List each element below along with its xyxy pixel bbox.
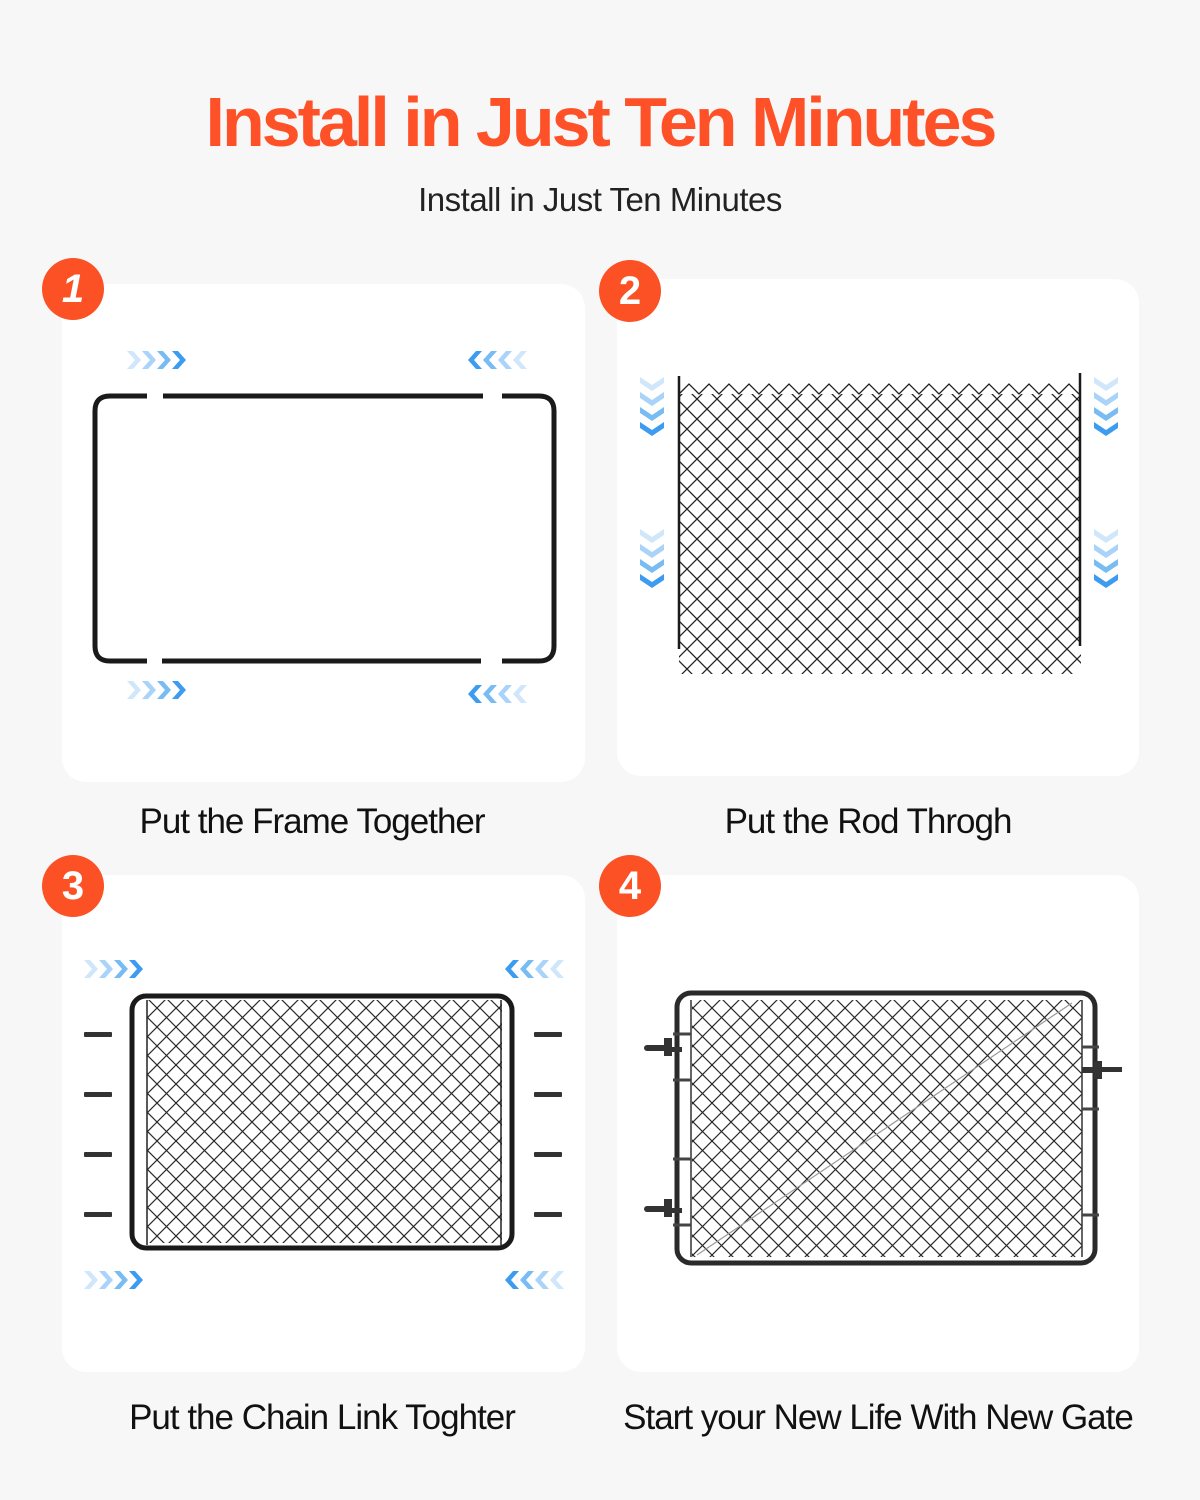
page-title: Install in Just Ten Minutes (205, 83, 998, 161)
step-card-4 (617, 875, 1139, 1372)
chevron-right-arrows-icon (84, 1271, 143, 1289)
latch-icon (1082, 1061, 1122, 1079)
chevron-right-arrows-icon (127, 681, 186, 699)
chevron-down-arrows-icon (1094, 377, 1118, 436)
chevron-right-arrows-icon (84, 960, 143, 978)
chevron-right-arrows-icon (127, 351, 186, 369)
chevron-down-arrows-icon (640, 529, 664, 588)
step-caption-3: Put the Chain Link Toghter (129, 1398, 516, 1437)
tension-bands (84, 1032, 562, 1217)
chevron-down-arrows-icon (1094, 529, 1118, 588)
step-caption-4: Start your New Life With New Gate (623, 1398, 1134, 1437)
chevron-left-arrows-icon (468, 351, 527, 369)
chevron-down-arrows-icon (640, 377, 664, 436)
chain-link-mesh-illustration (640, 373, 1118, 674)
chevron-left-arrows-icon (505, 960, 564, 978)
chevron-left-arrows-icon (505, 1271, 564, 1289)
frame-pieces-illustration (92, 351, 557, 703)
mesh-in-frame-illustration (84, 960, 564, 1289)
step-card-3 (62, 875, 585, 1372)
chevron-left-arrows-icon (468, 685, 527, 703)
step-badge-2: 2 (599, 260, 661, 322)
hinge-icon (644, 1038, 682, 1217)
step-card-2 (617, 279, 1139, 776)
step-card-1 (62, 284, 585, 782)
finished-gate-illustration (644, 990, 1122, 1266)
step-caption-2: Put the Rod Throgh (724, 802, 1013, 841)
page-subtitle: Install in Just Ten Minutes (418, 181, 782, 218)
step-caption-1: Put the Frame Together (139, 802, 485, 841)
step-badge-3: 3 (42, 855, 104, 917)
step-badge-4: 4 (599, 855, 661, 917)
step-badge-1: 1 (42, 258, 104, 320)
